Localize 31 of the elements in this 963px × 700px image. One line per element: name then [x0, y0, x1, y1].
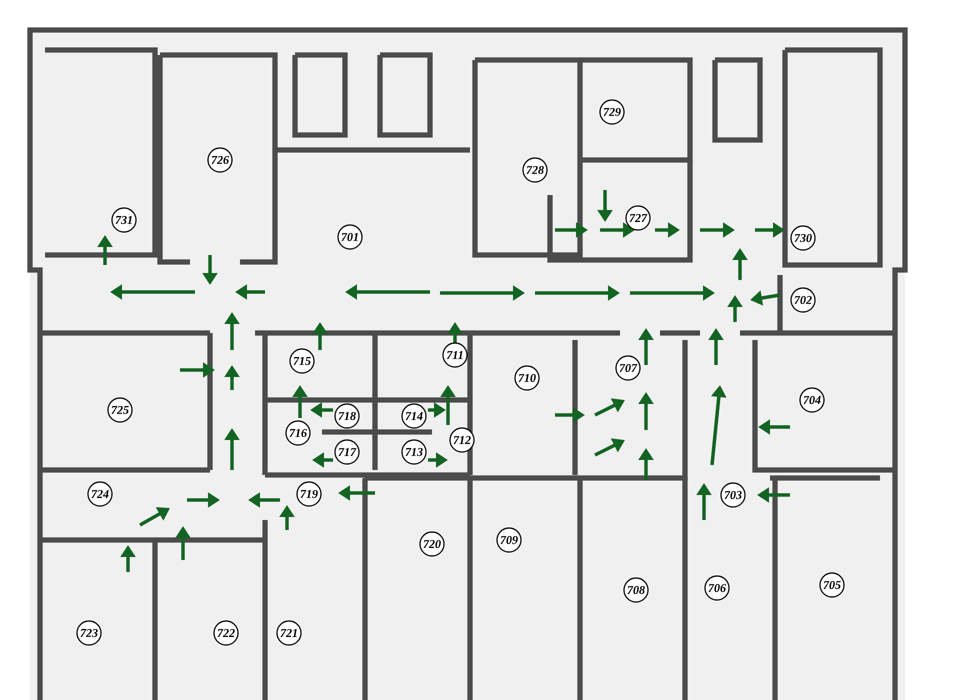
- room-number: 708: [623, 577, 649, 603]
- room-number: 728: [522, 157, 548, 183]
- room-number: 722: [213, 620, 239, 646]
- room-number: 724: [87, 481, 113, 507]
- room-number: 703: [720, 482, 746, 508]
- room-number: 711: [442, 342, 468, 368]
- room-number: 717: [334, 439, 360, 465]
- room-number: 704: [799, 387, 825, 413]
- room-number: 723: [76, 620, 102, 646]
- room-number: 726: [207, 147, 233, 173]
- room-number: 731: [111, 207, 137, 233]
- room-number: 725: [107, 397, 133, 423]
- room-number: 712: [449, 427, 475, 453]
- room-number: 706: [704, 575, 730, 601]
- room-number: 716: [285, 420, 311, 446]
- room-number: 730: [790, 225, 816, 251]
- room-number: 701: [337, 224, 363, 250]
- room-number: 718: [334, 403, 360, 429]
- room-number: 710: [514, 365, 540, 391]
- room-number: 719: [296, 481, 322, 507]
- room-number: 721: [276, 620, 302, 646]
- room-number: 715: [289, 348, 315, 374]
- room-number: 720: [419, 531, 445, 557]
- room-number: 709: [496, 527, 522, 553]
- room-number: 729: [599, 99, 625, 125]
- room-number: 714: [401, 403, 427, 429]
- room-number: 702: [790, 287, 816, 313]
- room-number: 727: [625, 205, 651, 231]
- room-number: 713: [401, 439, 427, 465]
- room-number: 707: [615, 355, 641, 381]
- room-number: 705: [819, 572, 845, 598]
